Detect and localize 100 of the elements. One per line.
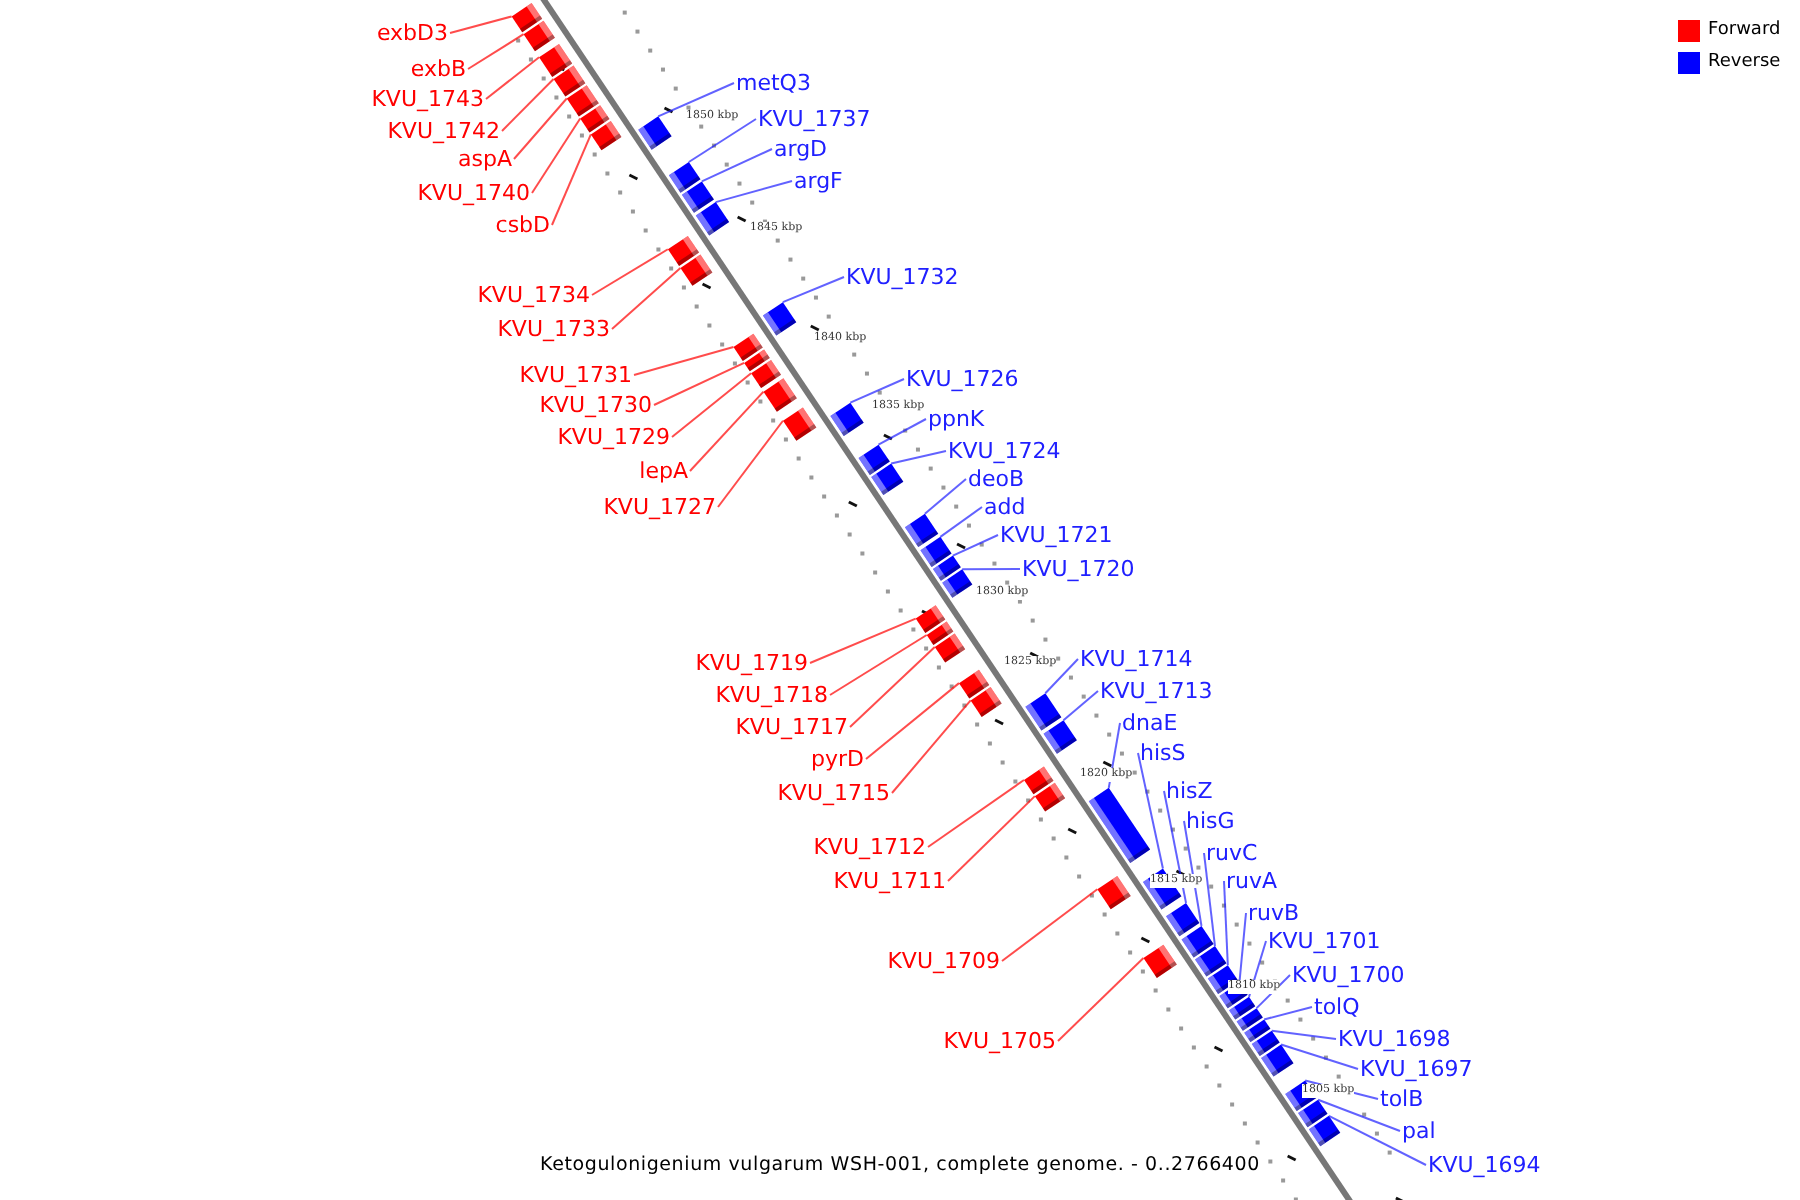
leader-line (1280, 1043, 1359, 1070)
gene-label: KVU_1715 (777, 780, 890, 806)
reverse-gene-block (942, 569, 973, 598)
gene-label: KVU_1713 (1100, 678, 1213, 704)
gene-label: exbD3 (376, 20, 448, 46)
gene-label: KVU_1711 (833, 868, 946, 894)
leader-line (1057, 957, 1145, 1042)
gene-label: hisS (1140, 740, 1186, 766)
leader-line (1137, 752, 1164, 870)
leader-line (961, 568, 1021, 571)
reverse-gene-block (932, 555, 961, 581)
gene-label: KVU_1731 (519, 362, 632, 388)
gene-label: KVU_1718 (715, 682, 828, 708)
gene-label: KVU_1717 (735, 714, 848, 740)
forward-gene-block (763, 378, 797, 412)
leader-line (1163, 790, 1188, 904)
forward-gene-block (580, 105, 610, 133)
reverse-gene-block (871, 463, 904, 496)
gene-label: tolQ (1314, 994, 1360, 1020)
leader-line (781, 276, 845, 304)
leader-line (485, 56, 541, 100)
reverse-gene-block (1261, 1044, 1294, 1077)
reverse-gene-block (830, 402, 864, 436)
gene-label: KVU_1709 (887, 948, 1000, 974)
gene-label: pyrD (811, 746, 864, 772)
gene-label: KVU_1698 (1338, 1026, 1451, 1052)
forward-gene-block (934, 633, 966, 663)
gene-label: hisG (1186, 808, 1235, 834)
forward-gene-block (926, 621, 954, 645)
forward-gene-block (511, 3, 543, 33)
reverse-gene-block (1181, 926, 1214, 958)
gene-label: csbD (495, 212, 550, 238)
leader-line (501, 77, 555, 132)
leader-line (1263, 1006, 1313, 1021)
gene-label: pal (1402, 1118, 1436, 1144)
gene-label: KVU_1700 (1292, 962, 1405, 988)
reverse-gene-block (638, 116, 672, 150)
forward-gene-block (782, 407, 817, 441)
gene-label: KVU_1732 (846, 264, 959, 290)
leader-line (890, 450, 947, 465)
forward-gene-block (744, 349, 770, 372)
reverse-gene-block (1244, 1019, 1271, 1043)
forward-gene-block (959, 669, 990, 699)
gene-label: argF (794, 168, 843, 194)
leader-line (467, 33, 525, 70)
reverse-gene-block (695, 202, 730, 236)
leader-line (1317, 1098, 1401, 1132)
reverse-gene-block (920, 536, 952, 567)
leader-line (1255, 974, 1291, 1010)
leader-line (1223, 880, 1229, 967)
forward-gene-block (523, 20, 555, 52)
reverse-gene-block (858, 444, 890, 475)
reverse-gene-block (1166, 902, 1200, 937)
leader-line (1270, 1029, 1337, 1040)
leader-line (947, 795, 1036, 882)
reverse-gene-block (762, 302, 797, 336)
legend-label: Reverse (1708, 50, 1781, 74)
forward-gene-block (970, 687, 1002, 717)
forward-gene-block (1143, 944, 1177, 978)
forward-gene-block (680, 254, 713, 286)
reverse-gene-block (1251, 1030, 1280, 1056)
gene-label: ruvC (1206, 840, 1258, 866)
reverse-gene-block (1308, 1115, 1341, 1147)
leader-line (1001, 888, 1099, 962)
forward-gene-block (1034, 782, 1066, 812)
gene-label: KVU_1737 (758, 106, 871, 132)
gene-label: KVU_1721 (1000, 522, 1113, 548)
leader-line (689, 390, 765, 472)
leader-line (927, 778, 1025, 848)
reverse-gene-block (681, 181, 714, 213)
forward-gene-block (553, 65, 586, 97)
gene-label: aspA (458, 146, 512, 172)
gene-label: KVU_1740 (417, 180, 530, 206)
leader-line (531, 117, 582, 194)
leader-line (849, 378, 905, 404)
reverse-gene-block (1298, 1099, 1328, 1128)
gene-label: dnaE (1122, 710, 1178, 736)
leader-line (657, 82, 735, 118)
leader-line (633, 346, 735, 376)
gene-label: KVU_1720 (1022, 556, 1135, 582)
reverse-gene-block (1043, 720, 1077, 754)
gene-label: tolB (1380, 1086, 1424, 1112)
gene-label: KVU_1733 (497, 316, 610, 342)
gene-label: KVU_1719 (695, 650, 808, 676)
leader-line (923, 478, 967, 515)
reverse-gene-block (1229, 996, 1256, 1020)
gene-label: deoB (968, 466, 1025, 492)
leader-line (1248, 940, 1267, 998)
gene-label: KVU_1724 (948, 438, 1061, 464)
leader-line (1183, 820, 1203, 927)
gene-label: KVU_1714 (1080, 646, 1193, 672)
leader-line (891, 699, 972, 794)
forward-gene-block (915, 605, 946, 633)
leader-line (591, 248, 669, 296)
gene-label: exbB (410, 56, 466, 82)
gene-label: KVU_1694 (1428, 1152, 1541, 1178)
gene-label: KVU_1730 (539, 392, 652, 418)
gene-label: KVU_1743 (371, 86, 484, 112)
leader-line (877, 418, 927, 446)
forward-gene-block (590, 121, 622, 151)
